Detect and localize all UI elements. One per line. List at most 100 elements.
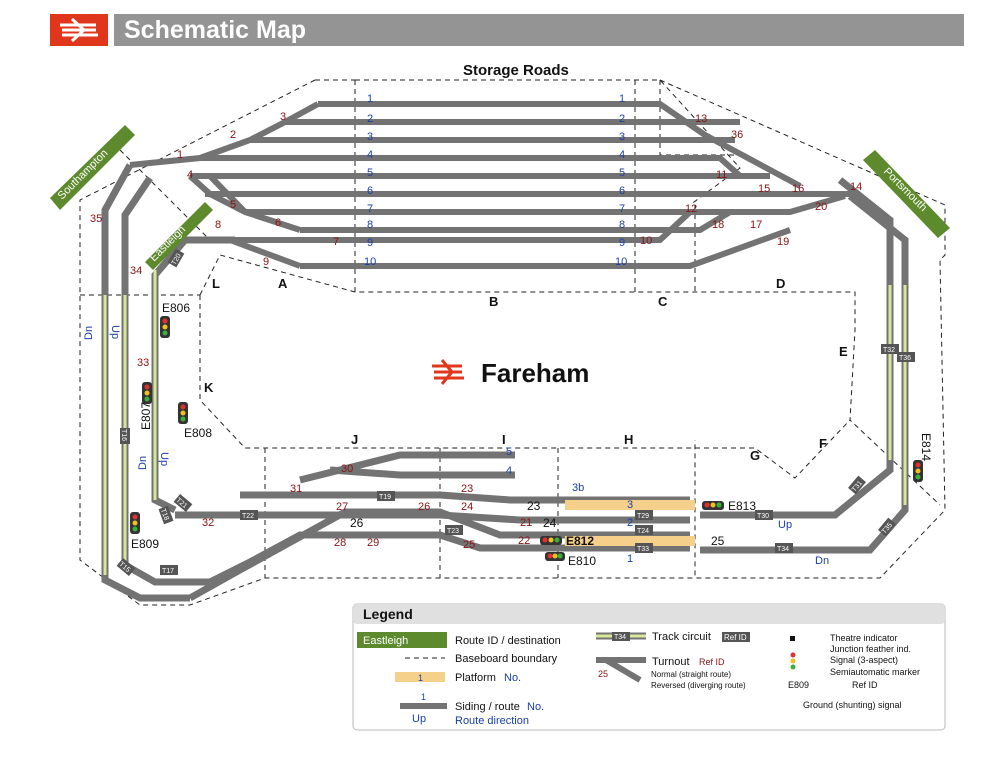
legend-semiauto-label: Semiautomatic marker	[830, 667, 920, 677]
signal-E813[interactable]: E813	[702, 499, 756, 513]
road-1-right: 1	[619, 93, 625, 105]
legend-platform-no: No.	[504, 672, 521, 684]
road-10-left: 10	[364, 256, 376, 268]
section-J: J	[351, 432, 358, 447]
route-southampton[interactable]: Southampton	[50, 125, 135, 210]
road-4-right: 4	[619, 149, 625, 161]
road-5-right: 5	[619, 167, 625, 179]
tc-T32: T32	[883, 347, 895, 354]
turnout-34: 34	[130, 265, 142, 277]
route-portsmouth-label: Portsmouth	[881, 166, 929, 214]
route-southampton-label: Southampton	[56, 147, 111, 202]
british-rail-logo	[50, 14, 108, 46]
turnout-18: 18	[712, 219, 724, 231]
turnout-15: 15	[758, 183, 770, 195]
section-D: D	[776, 276, 785, 291]
turnout-10: 10	[640, 235, 652, 247]
platform-3-label: 3	[627, 499, 633, 511]
track-circuits: T15 T16 T17 T18 T19 T20 T21 T22 T23 T24 …	[116, 248, 915, 576]
tc-T17: T17	[162, 568, 174, 575]
signal-E814-label: E814	[919, 433, 933, 461]
legend-tc-ref: Ref ID	[724, 633, 747, 642]
road-1-left: 1	[367, 93, 373, 105]
section-H: H	[624, 432, 633, 447]
turnout-2: 2	[230, 129, 236, 141]
route-portsmouth[interactable]: Portsmouth	[863, 150, 950, 238]
ground-signals: 23 24 25 26	[350, 499, 725, 548]
turnout-24: 24	[461, 501, 473, 513]
section-letters: A B C D E F G H I J K L	[204, 276, 848, 463]
legend-tc-label: Track circuit	[652, 631, 711, 643]
turnout-12: 12	[685, 203, 697, 215]
turnout-22: 22	[518, 535, 530, 547]
tc-T19: T19	[379, 494, 391, 501]
dir-dn-right: Dn	[815, 555, 829, 567]
signal-E809[interactable]: E809	[130, 512, 159, 551]
dir-up-left: Up	[109, 325, 121, 339]
turnout-19: 19	[777, 236, 789, 248]
legend-route-direction: Route direction	[455, 715, 529, 727]
turnout-numbers: 1 2 3 4 5 6 7 8 9 10 11 12 13 14 15 16 1…	[90, 111, 862, 551]
road-5-left: 5	[367, 167, 373, 179]
section-I: I	[502, 432, 506, 447]
legend-turnout-label: Turnout	[652, 656, 690, 668]
legend-platform-example: 1	[418, 673, 423, 683]
ground-signal-23: 23	[527, 499, 541, 513]
signal-E806[interactable]: E806	[160, 301, 190, 338]
ground-signal-26: 26	[350, 516, 364, 530]
legend-turnout-example: 25	[598, 669, 608, 679]
legend-platform-label: Platform	[455, 672, 496, 684]
road-8-left: 8	[367, 219, 373, 231]
tc-T22: T22	[242, 513, 254, 520]
tc-T23: T23	[447, 528, 459, 535]
signal-E810[interactable]: E810	[545, 552, 596, 568]
section-B: B	[489, 294, 498, 309]
signal-E808[interactable]: E808	[178, 402, 212, 440]
turnout-35: 35	[90, 213, 102, 225]
siding-5-label: 5	[506, 446, 512, 458]
station-name: Fareham	[481, 358, 589, 388]
turnout-11: 11	[716, 169, 727, 181]
road-7-right: 7	[619, 203, 625, 215]
section-E: E	[839, 344, 848, 359]
legend-signal-ref: Ref ID	[852, 680, 878, 690]
legend-baseboard-label: Baseboard boundary	[455, 653, 558, 665]
turnout-4: 4	[187, 169, 193, 181]
storage-road-numbers: 1 2 3 4 5 6 7 8 9 10 1 2 3 4 5 6 7 8 9 1…	[364, 93, 627, 494]
turnout-8: 8	[215, 219, 221, 231]
turnout-7: 7	[333, 236, 339, 248]
header-bar	[114, 14, 964, 46]
signal-E812[interactable]: E812	[540, 534, 594, 548]
dir-up-right: Up	[778, 519, 792, 531]
siding-4-label: 4	[506, 465, 512, 477]
turnout-26: 26	[418, 501, 430, 513]
road-6-left: 6	[367, 185, 373, 197]
turnout-25: 25	[463, 539, 475, 551]
platform-1-label: 1	[627, 553, 633, 565]
signal-E814[interactable]: E814	[913, 433, 933, 482]
legend-route-label: Route ID / destination	[455, 635, 561, 647]
turnout-17: 17	[750, 219, 762, 231]
road-4-left: 4	[367, 149, 373, 161]
legend-title: Legend	[363, 606, 413, 622]
signal-E812-label: E812	[566, 534, 594, 548]
ground-signal-24: 24	[543, 516, 557, 530]
tc-T18: T18	[159, 508, 170, 522]
road-8-right: 8	[619, 219, 625, 231]
ground-signal-25: 25	[711, 534, 725, 548]
turnout-28: 28	[334, 537, 346, 549]
dir-up-inner: Up	[158, 452, 170, 466]
turnout-21: 21	[520, 517, 532, 529]
legend-turnout-ref: Ref ID	[699, 657, 725, 667]
legend-signal-example: E809	[788, 680, 809, 690]
section-K: K	[204, 380, 214, 395]
platforms: 3 2 1	[565, 499, 695, 565]
turnout-36: 36	[731, 129, 743, 141]
signals: E806 E807 E808 E809 E810 E812	[130, 301, 933, 568]
legend-up-example: Up	[412, 713, 426, 725]
storage-roads	[129, 101, 860, 269]
signal-E807[interactable]: E807	[139, 382, 153, 430]
road-7-left: 7	[367, 203, 373, 215]
turnout-33: 33	[137, 357, 149, 369]
storage-roads-title: Storage Roads	[463, 62, 569, 79]
